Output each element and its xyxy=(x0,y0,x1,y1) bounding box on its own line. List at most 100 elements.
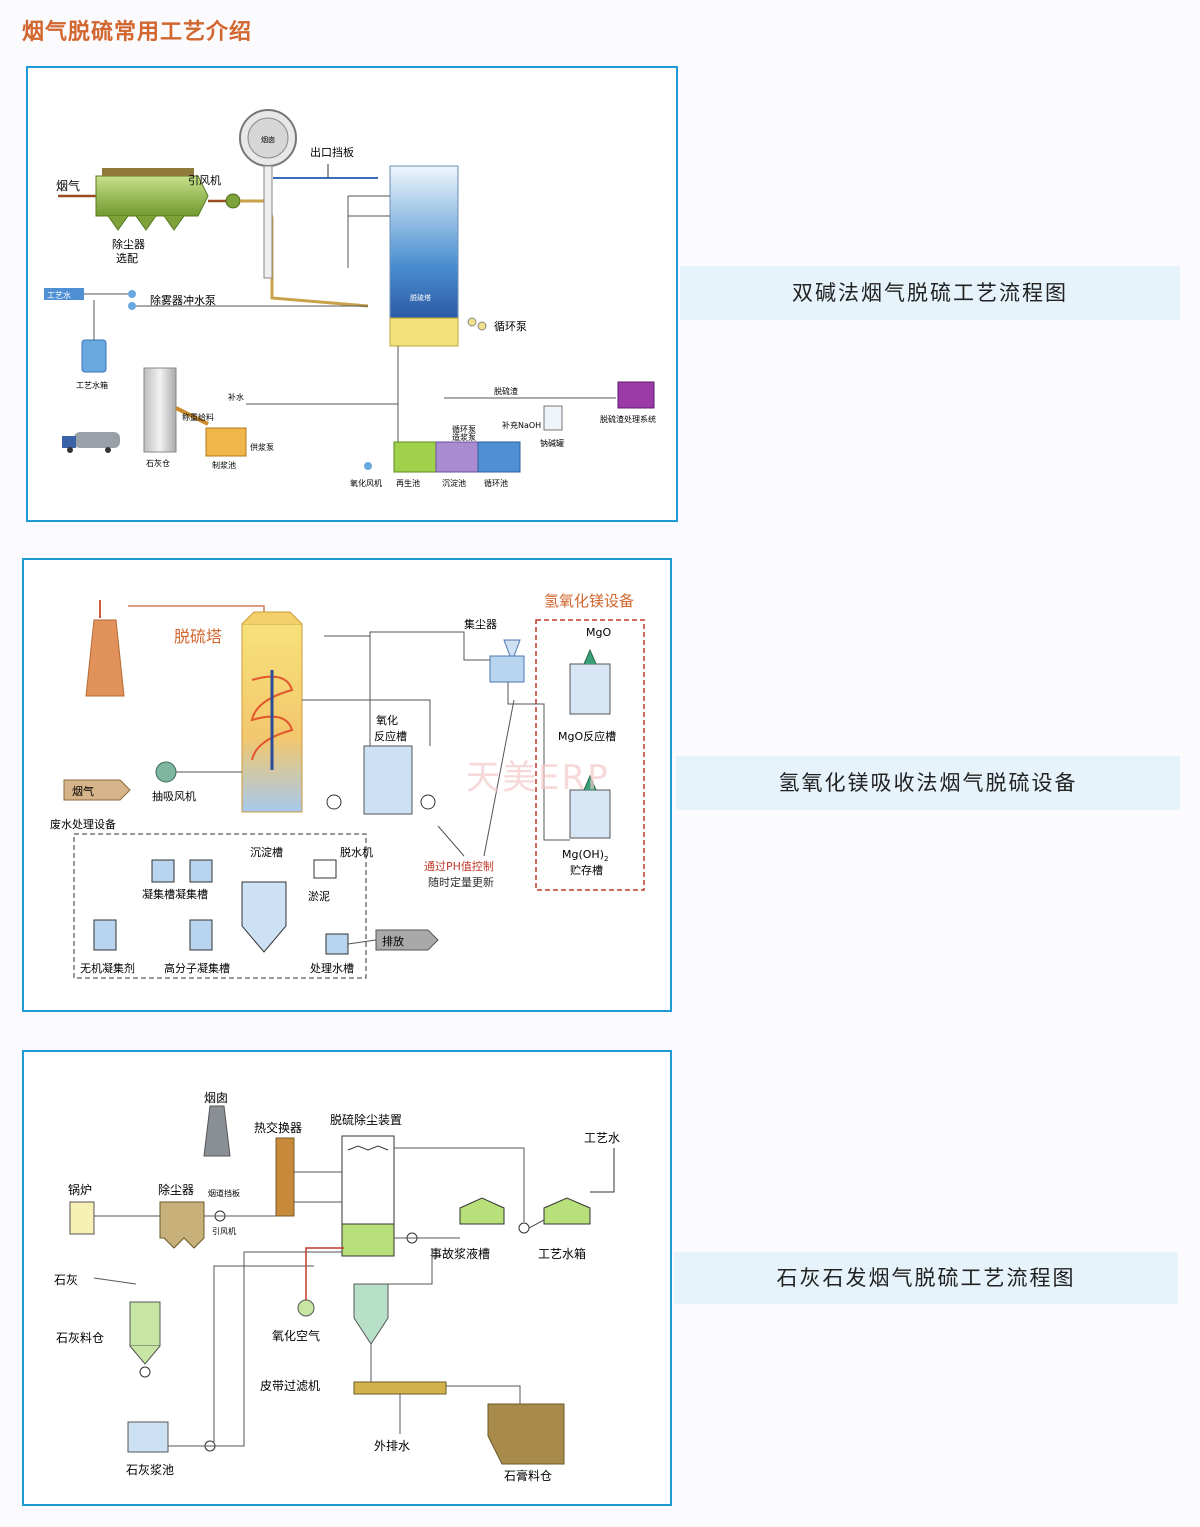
boiler xyxy=(69,1201,95,1235)
lime-slurry-pit xyxy=(127,1421,169,1453)
label-heat-exchanger: 热交换器 xyxy=(254,1120,302,1135)
pump-b xyxy=(420,794,436,810)
label-boiler: 锅炉 xyxy=(68,1182,92,1197)
caption-limestone: 石灰石发烟气脱硫工艺流程图 xyxy=(674,1252,1178,1304)
discharge-arrow xyxy=(375,929,439,951)
label-reaction-tank: 反应槽 xyxy=(374,729,407,743)
stack xyxy=(85,619,125,697)
circ-pump-2 xyxy=(477,321,487,331)
circulation-tank xyxy=(477,441,521,473)
belt-filter xyxy=(353,1381,447,1395)
heat-exchanger xyxy=(275,1137,295,1217)
label-oxidation-fan: 氧化风机 xyxy=(350,478,382,488)
label-add-naoh: 补充NaOH xyxy=(502,420,541,430)
label-lime: 石灰 xyxy=(54,1273,78,1287)
tower-sump xyxy=(389,317,459,347)
inorganic-coagulant xyxy=(93,919,117,951)
label-lime-silo: 石灰仓 xyxy=(146,458,170,468)
induced-fan xyxy=(225,193,241,209)
label-wastewater: 废水处理设备 xyxy=(50,817,116,831)
label-flue-gas: 烟气 xyxy=(56,178,80,193)
process-water-tag xyxy=(44,288,84,300)
label-mgoh-main: Mg(OH) xyxy=(562,848,604,861)
label-dust-ls: 除尘器 xyxy=(158,1182,194,1197)
label-polymer: 高分子凝集槽 xyxy=(164,961,230,975)
label-mgoh: Mg(OH)2 xyxy=(562,848,608,863)
spray-spiral xyxy=(250,675,294,761)
label-belt-filter: 皮带过滤机 xyxy=(260,1379,320,1393)
process-water-tank-ls xyxy=(543,1197,591,1225)
chimney-ls xyxy=(203,1105,231,1157)
label-wastewater-out: 外排水 xyxy=(374,1439,410,1453)
label-emergency-tank: 事故浆液槽 xyxy=(430,1246,490,1261)
sludge-system xyxy=(617,381,655,409)
lime-truck xyxy=(62,432,120,453)
treated-water-tank xyxy=(325,933,349,955)
gypsum-silo xyxy=(487,1403,565,1465)
dust-collector-ls xyxy=(159,1201,205,1249)
watermark: 天美ERP xyxy=(466,758,610,798)
label-sludge-mg: 淤泥 xyxy=(308,890,330,903)
label-dewater: 脱水机 xyxy=(340,845,373,859)
label-process-water-tank-ls: 工艺水箱 xyxy=(538,1246,586,1261)
mg-equipment-box xyxy=(535,619,645,891)
label-lime-silo-ls: 石灰料仓 xyxy=(56,1331,104,1345)
label-chimney-ls: 烟囱 xyxy=(204,1091,228,1105)
label-mist-pump: 除雾器冲水泵 xyxy=(150,293,216,307)
regeneration-tank xyxy=(393,441,437,473)
label-ph-control: 通过PH值控制 xyxy=(424,859,494,873)
label-lime-slurry-pit: 石灰浆池 xyxy=(126,1462,174,1477)
label-treated-water: 处理水槽 xyxy=(310,962,354,975)
coag-tank-1 xyxy=(151,859,175,883)
label-settling-tank: 沉淀池 xyxy=(442,478,466,488)
settling-tank xyxy=(435,441,479,473)
label-process-water-tank: 工艺水箱 xyxy=(76,380,108,390)
label-process-water-tag: 工艺水 xyxy=(47,290,71,300)
coag-tank-2 xyxy=(189,859,213,883)
label-regeneration-tank: 再生池 xyxy=(396,478,420,488)
label-circulation-pump: 循环泵 xyxy=(494,320,527,333)
process-water-tank xyxy=(81,339,107,373)
label-tower: 脱硫塔 xyxy=(410,293,431,302)
diagram-panel-magnesium: 脱硫塔 烟气 抽吸风机 氧化 反应槽 集尘器 氢氧化镁设备 MgO MgO反应槽… xyxy=(22,558,672,1012)
diagram-panel-double-alkali: 烟气 除尘器 选配 引风机 烟囱 出口挡板 脱硫塔 循环泵 工艺水 除雾器冲水泵… xyxy=(26,66,678,522)
mgoh-storage-tank xyxy=(569,789,611,839)
mgo-reaction-tank xyxy=(569,663,611,715)
label-tower-mg: 脱硫塔 xyxy=(174,627,222,646)
label-slurry-pit: 制浆池 xyxy=(212,460,236,470)
label-quantitative: 随时定量更新 xyxy=(428,875,494,889)
label-oxidation: 氧化 xyxy=(376,713,398,727)
label-sludge: 脱硫渣 xyxy=(494,386,518,396)
label-makeup: 补水 xyxy=(228,392,244,402)
dust-collector xyxy=(95,168,209,231)
label-chimney: 烟囱 xyxy=(261,135,275,144)
label-suction-fan: 抽吸风机 xyxy=(152,789,196,803)
label-oxidation-air: 氧化空气 xyxy=(272,1328,320,1343)
label-induced-fan: 引风机 xyxy=(188,173,221,187)
lime-silo xyxy=(143,367,177,453)
pump-a xyxy=(326,794,342,810)
label-mgoh-sub: 2 xyxy=(604,855,608,863)
gas-duct xyxy=(240,199,369,308)
weigh-feeder xyxy=(175,406,209,426)
label-induced-fan-ls: 引风机 xyxy=(212,1226,236,1236)
oxidation-air-blower xyxy=(297,1299,315,1317)
label-discharge: 排放 xyxy=(382,934,404,948)
label-inorganic: 无机凝集剂 xyxy=(80,961,135,975)
label-circ-pump-2: 循环泵 xyxy=(452,424,476,434)
circ-pump-1 xyxy=(467,317,477,327)
label-flue-gas-mg: 烟气 xyxy=(72,784,94,798)
emergency-tank xyxy=(459,1197,505,1225)
flue-gas-arrow xyxy=(63,779,131,801)
desulfurization-tower xyxy=(389,165,459,347)
label-slurry-pump: 造浆泵 xyxy=(452,432,476,442)
suction-fan xyxy=(155,761,177,783)
label-dust-collector: 除尘器 xyxy=(112,237,145,251)
label-mgo-tank: MgO反应槽 xyxy=(558,729,616,743)
double-alkali-diagram: 烟气 除尘器 选配 引风机 烟囱 出口挡板 脱硫塔 循环泵 工艺水 除雾器冲水泵… xyxy=(44,109,656,488)
slurry-pit xyxy=(205,427,247,457)
label-outlet-damper: 出口挡板 xyxy=(310,145,354,159)
label-mgo: MgO xyxy=(586,626,611,639)
label-mg-equipment: 氢氧化镁设备 xyxy=(544,592,634,610)
naoh-tank xyxy=(543,405,563,431)
